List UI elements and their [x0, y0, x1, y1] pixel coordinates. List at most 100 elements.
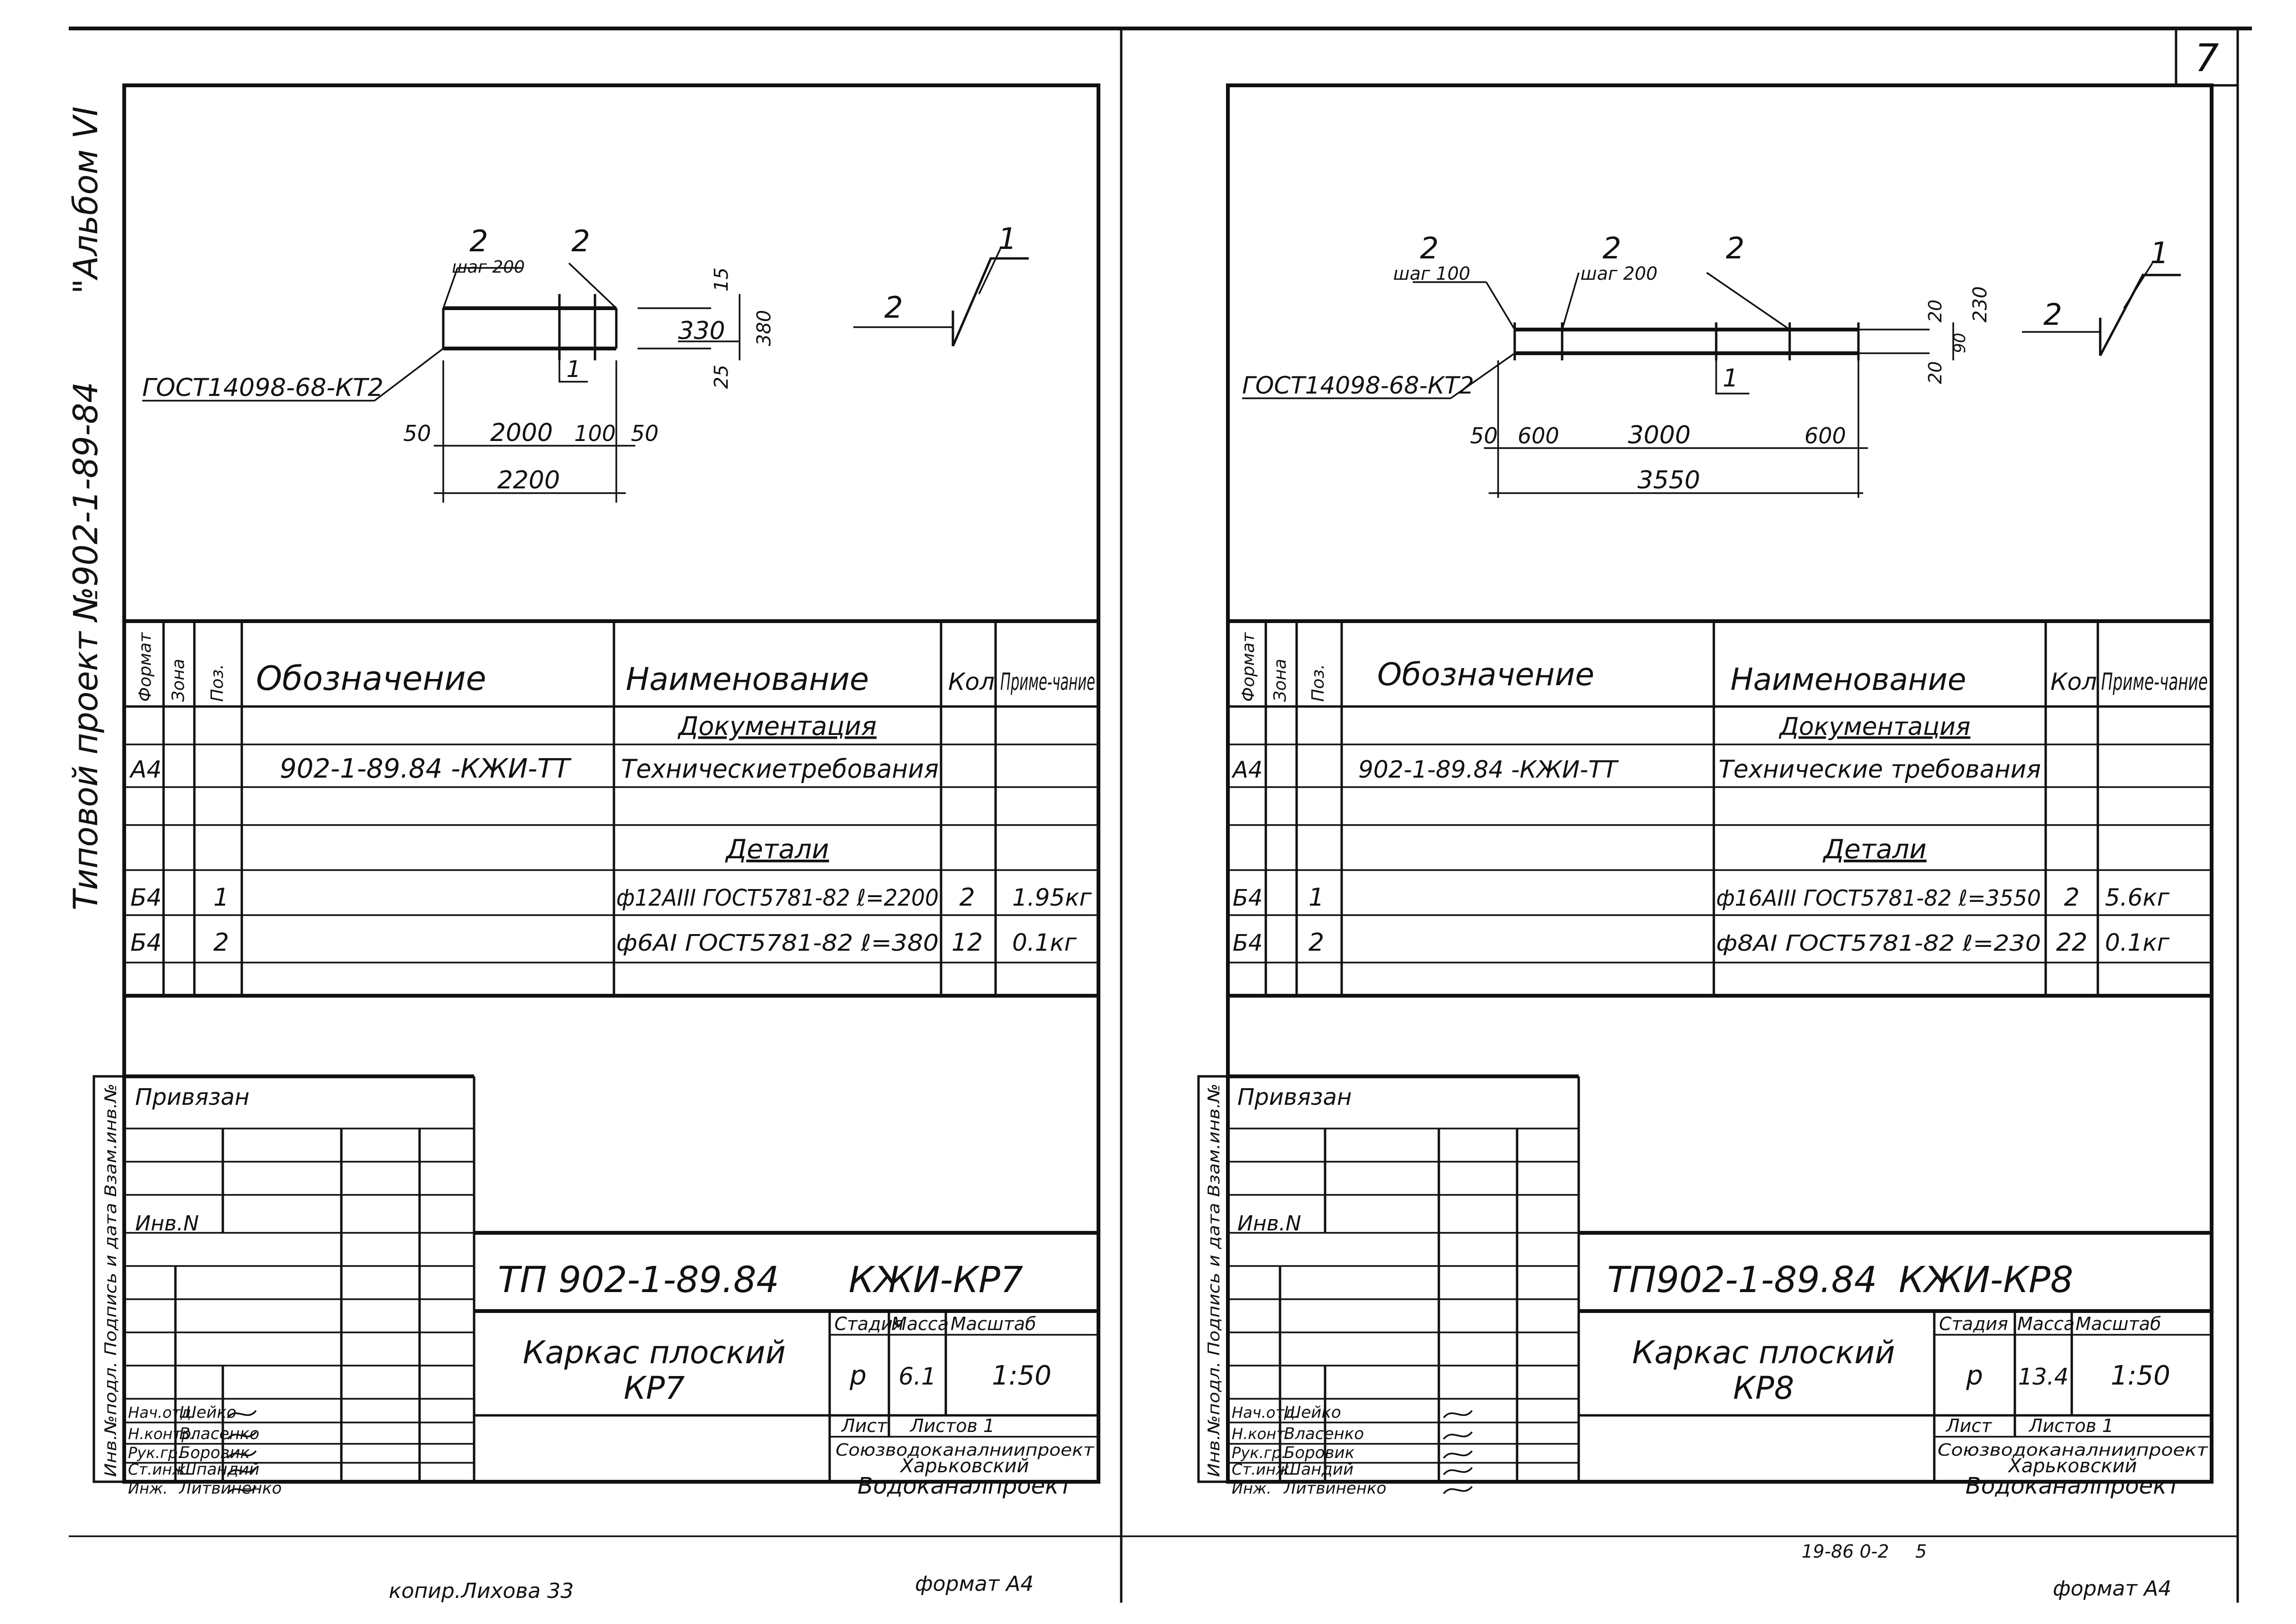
svg-text:1: 1 [2150, 236, 2168, 270]
svg-text:1: 1 [213, 883, 229, 912]
svg-text:Н.конт.: Н.конт. [1232, 1425, 1290, 1443]
svg-text:0.1кг: 0.1кг [1012, 929, 1077, 956]
svg-text:р: р [1966, 1360, 1983, 1391]
svg-text:20: 20 [1925, 361, 1946, 384]
svg-text:Рук.гр.: Рук.гр. [1232, 1444, 1286, 1462]
svg-text:13.4: 13.4 [2018, 1364, 2069, 1390]
svg-text:Литвиненко: Литвиненко [178, 1479, 282, 1498]
svg-text:Стадия: Стадия [1939, 1313, 2008, 1334]
table-row: Б4 1 ф16АIII ГОСТ5781-82 ℓ=3550 2 5.6кг [1233, 883, 2170, 912]
svg-text:25: 25 [711, 365, 732, 389]
svg-text:0.1кг: 0.1кг [2105, 929, 2170, 956]
svg-text:Лист: Лист [841, 1415, 888, 1436]
svg-text:5.6кг: 5.6кг [2105, 884, 2170, 911]
svg-text:2: 2 [1602, 231, 1621, 266]
svg-text:Литвиненко: Литвиненко [1283, 1479, 1386, 1498]
svg-text:50: 50 [403, 421, 431, 446]
svg-text:КР8: КР8 [1733, 1370, 1794, 1406]
svg-text:Приме-чание: Приме-чание [2101, 668, 2208, 696]
svg-text:600: 600 [1804, 423, 1846, 449]
svg-text:2: 2 [884, 290, 903, 325]
svg-text:Привязан: Привязан [1237, 1084, 1352, 1110]
svg-text:90: 90 [1950, 333, 1969, 353]
svg-text:3000: 3000 [1628, 421, 1691, 450]
svg-text:Масса: Масса [2017, 1313, 2075, 1334]
svg-text:100: 100 [574, 421, 616, 446]
svg-text:Формат: Формат [136, 632, 155, 702]
sheet-frame [1226, 83, 2214, 1484]
gost-label: ГОСТ14098-68-КТ2 [1242, 372, 1474, 399]
svg-text:Ст.инж.: Ст.инж. [128, 1460, 191, 1478]
svg-text:Детали: Детали [724, 834, 829, 865]
svg-text:Б4: Б4 [130, 929, 162, 956]
svg-text:А4: А4 [129, 756, 162, 783]
drawing-title: Каркас плоский [523, 1334, 786, 1371]
svg-text:Наименование: Наименование [1730, 662, 1966, 697]
project-code: ТП 902-1-89.84 [498, 1258, 779, 1301]
svg-text:2: 2 [469, 224, 488, 258]
svg-text:2: 2 [1726, 231, 1744, 266]
svg-text:шаг 100: шаг 100 [1393, 263, 1471, 284]
svg-text:50: 50 [1470, 423, 1498, 449]
svg-text:20: 20 [1925, 300, 1946, 322]
svg-text:р: р [849, 1360, 867, 1391]
svg-text:Харьковский: Харьковский [2007, 1455, 2137, 1477]
frame-drawing-kr7: 2 шаг 200 2 330 15 25 380 1 ГОСТ14098-68… [142, 221, 1029, 503]
stamp-number: 19-86 0-2 [1802, 1541, 1889, 1562]
svg-text:12: 12 [951, 928, 983, 957]
svg-text:Шпандий: Шпандий [179, 1460, 259, 1479]
specification-table: Формат Зона Поз. Обозначение Наименовани… [124, 619, 1098, 998]
svg-text:Листов 1: Листов 1 [909, 1415, 995, 1436]
svg-text:Б4: Б4 [1233, 930, 1262, 956]
album-label: "Альбом VI [66, 106, 105, 294]
svg-text:шаг 200: шаг 200 [1581, 263, 1658, 284]
svg-text:1: 1 [1308, 883, 1324, 912]
svg-text:Поз.: Поз. [208, 664, 227, 702]
svg-text:Привязан: Привязан [135, 1084, 249, 1110]
svg-text:902-1-89.84 -КЖИ-ТТ: 902-1-89.84 -КЖИ-ТТ [280, 753, 572, 784]
sheet-code: КЖИ-КР8 [1899, 1258, 2073, 1301]
svg-text:Кол: Кол [948, 668, 995, 696]
svg-text:2: 2 [959, 883, 975, 912]
svg-text:Масса: Масса [891, 1313, 949, 1334]
table-row: Б4 2 ф8АI ГОСТ5781-82 ℓ=230 22 0.1кг [1233, 928, 2170, 957]
svg-text:Рук.гр.: Рук.гр. [128, 1444, 183, 1462]
project-label: Типовой проект №902-1-89-84 [66, 382, 105, 910]
svg-text:Обозначение: Обозначение [256, 659, 486, 698]
svg-text:2000: 2000 [490, 419, 553, 447]
sheet-code: КЖИ-КР7 [849, 1258, 1023, 1301]
svg-text:Шейко: Шейко [1284, 1403, 1341, 1422]
svg-text:Документация: Документация [1779, 713, 1970, 741]
svg-text:Боровик: Боровик [1284, 1443, 1355, 1462]
svg-text:Водоканалпроект: Водоканалпроект [1966, 1473, 2181, 1499]
svg-text:Инж.: Инж. [1232, 1479, 1271, 1497]
svg-text:1: 1 [567, 356, 581, 383]
svg-text:Наименование: Наименование [626, 661, 869, 697]
svg-text:Шейко: Шейко [179, 1403, 237, 1422]
svg-text:Боровик: Боровик [179, 1443, 250, 1462]
svg-text:2: 2 [2043, 297, 2062, 332]
svg-text:3550: 3550 [1637, 466, 1700, 495]
sheet-left: 2 шаг 200 2 330 15 25 380 1 ГОСТ14098-68… [92, 83, 1100, 1499]
svg-text:ф6АI ГОСТ5781-82 ℓ=380: ф6АI ГОСТ5781-82 ℓ=380 [616, 930, 939, 956]
svg-text:230: 230 [1969, 286, 1991, 322]
svg-text:1.95кг: 1.95кг [1012, 884, 1092, 911]
svg-text:2: 2 [571, 224, 590, 258]
svg-text:2: 2 [1420, 231, 1438, 266]
svg-text:2200: 2200 [497, 466, 560, 495]
svg-text:Нач.отд.: Нач.отд. [128, 1404, 196, 1422]
svg-text:Технические требования: Технические требования [1719, 755, 2041, 784]
signature-list: Нач.отд. Шейко Н.конт. Власенко Рук.гр. … [1232, 1403, 1473, 1498]
copied-label: копир.Лихова 33 [389, 1579, 574, 1603]
format-label-left: формат А4 [915, 1572, 1034, 1596]
gost-label: ГОСТ14098-68-КТ2 [142, 374, 384, 402]
signature-list: Нач.отд. Шейко Н.контр. Власенко Рук.гр.… [128, 1403, 282, 1498]
drawing-title: Каркас плоский [1632, 1334, 1895, 1371]
svg-text:Харьковский: Харьковский [899, 1455, 1029, 1477]
specification-table: Формат Зона Поз. Обозначение Наименовани… [1228, 619, 2212, 998]
svg-text:1:50: 1:50 [992, 1360, 1052, 1391]
svg-text:Детали: Детали [1822, 834, 1926, 865]
svg-text:Инж.: Инж. [128, 1479, 168, 1497]
svg-text:Шандий: Шандий [1284, 1460, 1354, 1479]
svg-text:шаг 200: шаг 200 [452, 257, 525, 277]
